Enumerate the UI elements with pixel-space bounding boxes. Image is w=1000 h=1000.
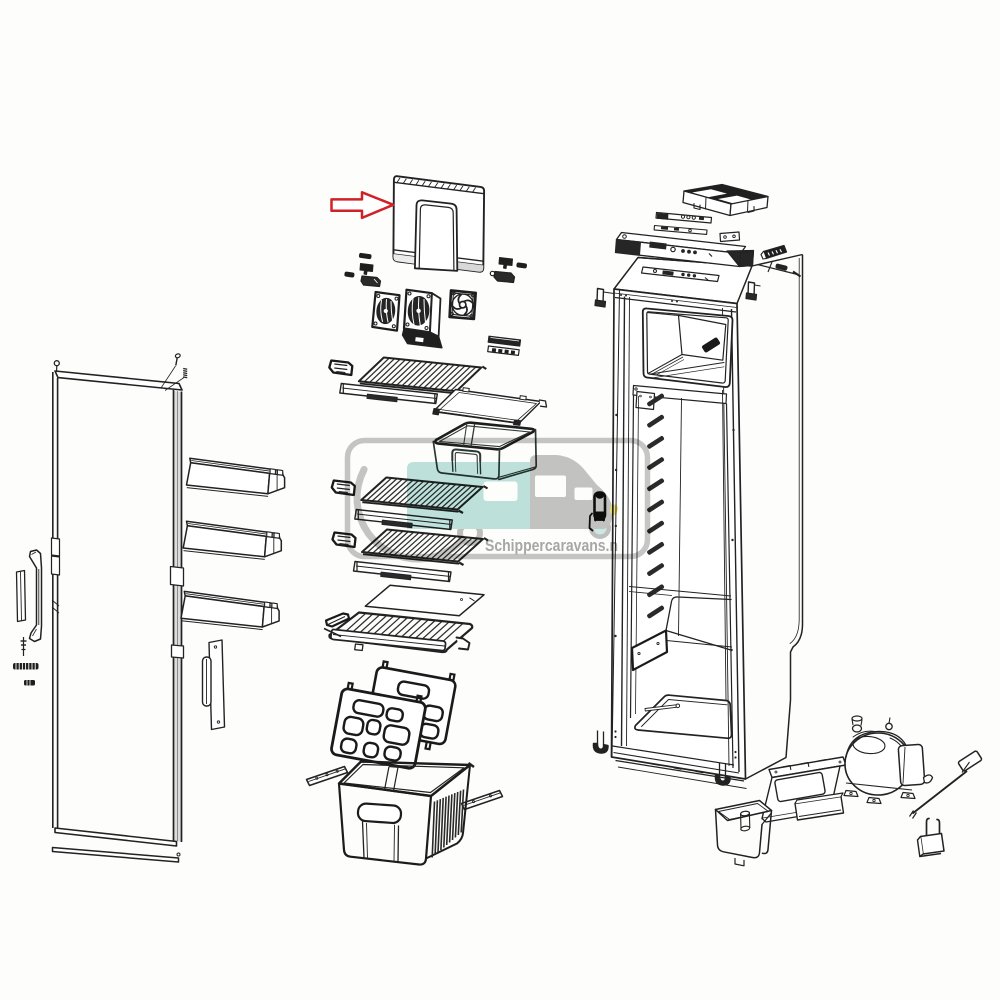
svg-text:Schippercaravans.n: Schippercaravans.n [485,536,618,555]
